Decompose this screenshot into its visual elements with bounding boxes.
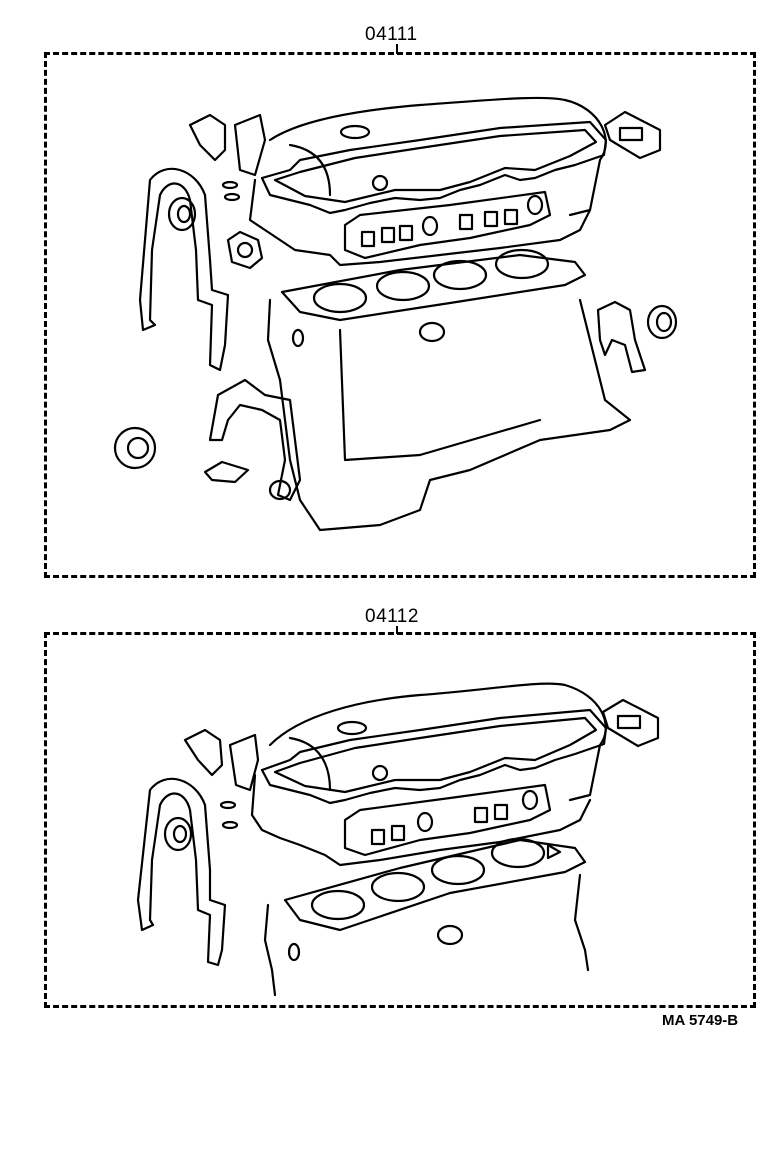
oil-seal-small xyxy=(436,924,464,946)
engine-block xyxy=(266,298,632,532)
camshaft-oil-seal-inner xyxy=(176,204,192,224)
block-right xyxy=(573,873,590,972)
bore-1 xyxy=(312,282,368,314)
exhaust-gasket xyxy=(603,110,662,160)
rear-oil-seal-inner xyxy=(655,311,673,333)
manifold-gasket xyxy=(343,190,552,260)
drawing-code: MA 5749-B xyxy=(662,1012,739,1029)
manifold-gasket xyxy=(343,783,552,857)
bore-2 xyxy=(375,270,431,302)
port-3 xyxy=(398,224,414,242)
port-2 xyxy=(380,226,396,244)
valve-cover xyxy=(268,682,607,802)
plug-seal xyxy=(371,174,389,192)
bore-2 xyxy=(370,871,426,903)
valve-cover-gasket-inner xyxy=(273,716,598,794)
port-4 xyxy=(473,806,489,824)
engine-block xyxy=(263,903,277,997)
label-leader-line xyxy=(396,626,398,634)
head-gasket xyxy=(280,253,587,322)
camshaft-oil-seal-inner xyxy=(172,824,188,844)
valve-cover-gasket xyxy=(260,120,608,215)
head-gasket xyxy=(283,838,587,932)
cylinder-head xyxy=(250,773,592,867)
oil-filler-cap xyxy=(336,720,368,736)
port-6 xyxy=(483,210,499,228)
valve-cover-gasket xyxy=(260,708,608,805)
oil-seal-small xyxy=(418,321,446,343)
label-leader-line xyxy=(396,44,398,54)
port-5 xyxy=(458,213,474,231)
port-3 xyxy=(416,811,434,833)
block-hole xyxy=(287,942,301,962)
bore-1 xyxy=(310,889,366,921)
washer-a xyxy=(219,800,237,810)
thermostat-gasket xyxy=(183,728,224,777)
exhaust-gasket xyxy=(601,698,660,748)
flange-gasket-small xyxy=(203,460,250,484)
part-label-04111: 04111 xyxy=(365,24,418,45)
rear-seal-retainer xyxy=(596,300,647,374)
plug-seal xyxy=(371,764,389,782)
gasket-kit-frame-04112 xyxy=(44,632,756,1008)
thermostat-gasket xyxy=(188,113,227,162)
timing-belt xyxy=(138,167,230,372)
camshaft-oil-seal xyxy=(167,196,197,232)
block-lower xyxy=(338,328,542,462)
port-7 xyxy=(503,208,519,226)
cover-arc xyxy=(288,143,332,197)
rear-oil-seal xyxy=(646,304,678,340)
port-5 xyxy=(493,803,509,821)
bore-4 xyxy=(490,837,546,869)
port-8 xyxy=(526,194,544,216)
washer-b xyxy=(221,820,239,830)
port-2 xyxy=(390,824,406,842)
valve-cover xyxy=(268,96,607,217)
exhaust-gasket-port xyxy=(616,714,642,730)
water-pump-gasket-hole xyxy=(236,241,254,259)
oil-filler-cap xyxy=(339,124,371,140)
valve-cover-gasket-inner xyxy=(273,128,598,204)
part-label-04112: 04112 xyxy=(365,606,419,627)
front-oil-seal-inner xyxy=(126,436,150,460)
bore-3 xyxy=(430,854,486,886)
bore-4 xyxy=(494,248,550,280)
water-pump-gasket xyxy=(226,230,264,270)
timing-belt xyxy=(136,777,227,967)
bore-3 xyxy=(432,259,488,291)
crank-seal-small xyxy=(268,479,292,501)
gasket-marker xyxy=(546,843,562,860)
gasket-kit-frame-04111 xyxy=(44,52,756,578)
exhaust-gasket-port xyxy=(618,126,644,142)
block-hole xyxy=(291,328,305,348)
water-outlet-gasket xyxy=(228,733,260,792)
port-1 xyxy=(370,828,386,846)
port-4 xyxy=(421,215,439,237)
water-outlet-gasket xyxy=(233,113,267,177)
camshaft-oil-seal xyxy=(163,816,193,852)
front-oil-seal xyxy=(113,426,157,470)
washer-b xyxy=(223,192,241,202)
washer-a xyxy=(221,180,239,190)
port-6 xyxy=(521,789,539,811)
cylinder-head xyxy=(248,178,592,267)
port-1 xyxy=(360,230,376,248)
